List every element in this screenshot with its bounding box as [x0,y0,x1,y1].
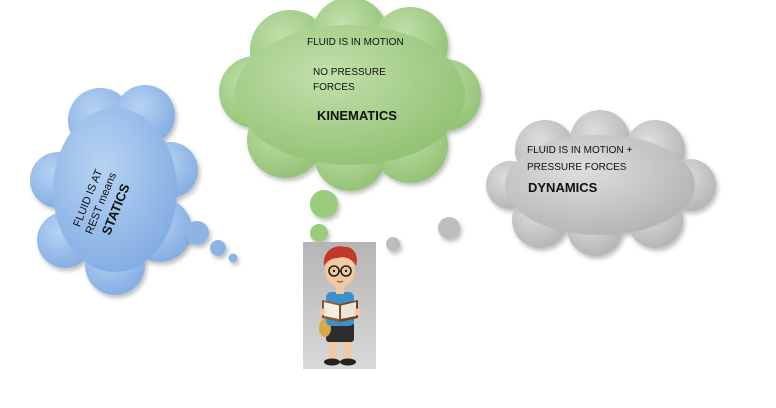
green-thought-trail [310,190,338,242]
gray-bubble-line-2: PRESSURE FORCES [527,162,627,173]
green-bubble-line-1: FLUID IS IN MOTION [307,37,404,48]
green-bubble-label: KINEMATICS [317,108,397,123]
green-bubble-line-2: NO PRESSURE [313,67,386,78]
boy-reading-book-icon [318,246,362,366]
blue-thought-cloud [30,85,198,295]
gray-bubble-label: DYNAMICS [528,180,598,195]
blue-thought-trail [185,221,238,263]
gray-thought-cloud [486,110,716,256]
green-bubble-line-3: FORCES [313,82,355,93]
green-thought-cloud [219,0,481,191]
gray-bubble-line-1: FLUID IS IN MOTION + [527,145,633,156]
gray-thought-trail [386,217,460,251]
